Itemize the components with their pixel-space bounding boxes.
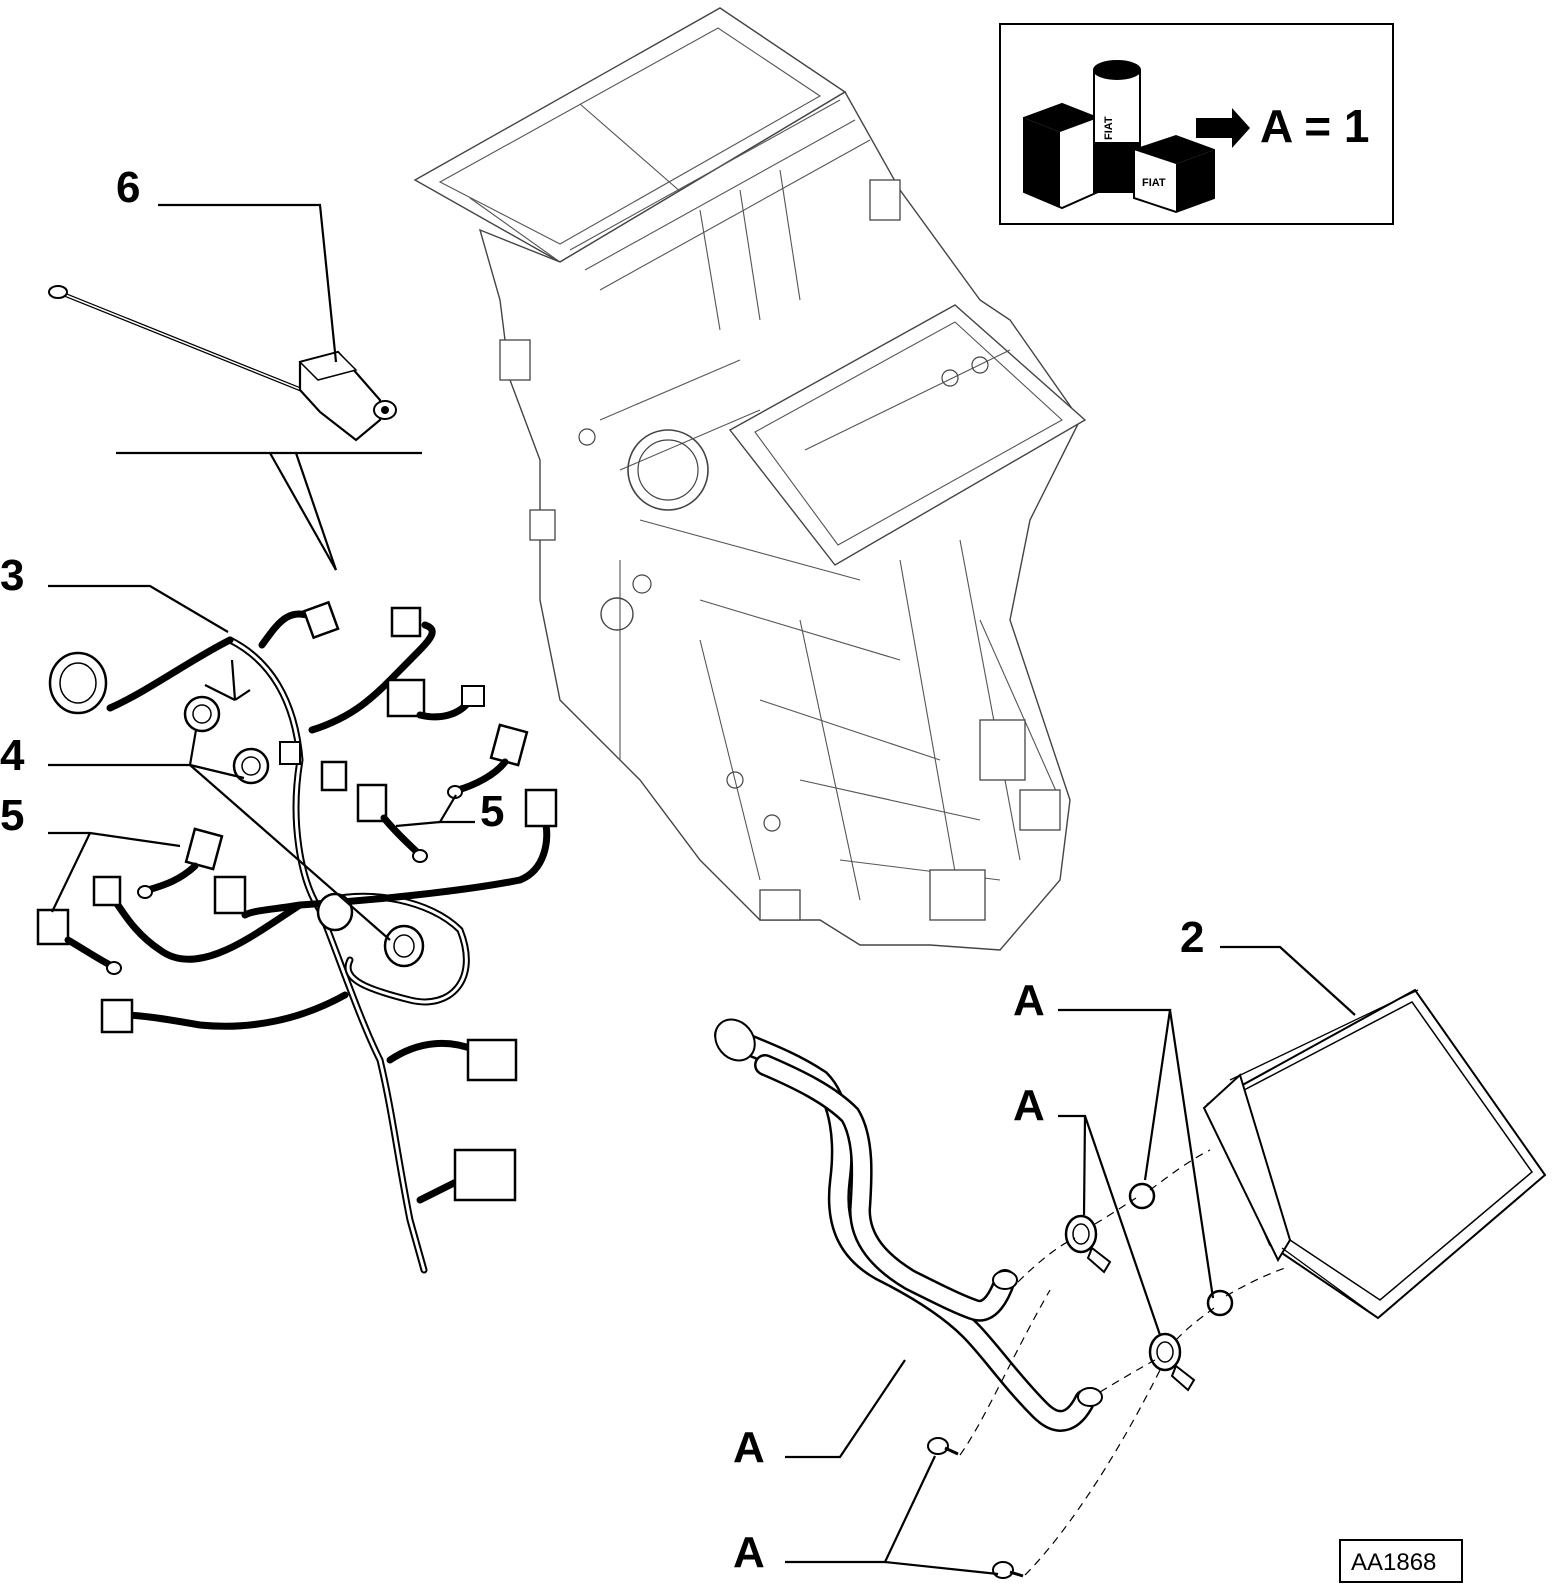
temperature-sensor-part <box>48 285 397 442</box>
callout-5-right: 5 <box>480 787 504 836</box>
callout-a-orings: A <box>1013 976 1045 1025</box>
leader-3 <box>48 584 229 633</box>
leader-a1-b <box>1168 1009 1215 1299</box>
grommets-part-4 <box>183 695 425 968</box>
fiat-label-cylinder: FIAT <box>1103 116 1115 140</box>
callout-4: 4 <box>0 731 25 780</box>
leader-a2-b <box>1083 1115 1162 1336</box>
leader-4c <box>189 764 391 941</box>
heater-core-part <box>1202 988 1547 1320</box>
leader-a4-b <box>884 1560 999 1576</box>
leader-a4 <box>785 1455 936 1564</box>
leader-a1 <box>1058 1008 1172 1181</box>
legend-box: FIAT FIAT FIAT A = 1 <box>999 23 1394 225</box>
wiring-harness-part <box>48 600 558 1274</box>
fiat-label-right: FIAT <box>1142 177 1166 189</box>
callout-6: 6 <box>116 163 140 212</box>
callout-2: 2 <box>1180 913 1204 962</box>
leader-5-left <box>48 831 181 848</box>
leader-4a <box>188 729 198 766</box>
leader-a2 <box>1058 1114 1087 1216</box>
callout-a-screws: A <box>733 1528 765 1577</box>
callout-a-pipes: A <box>733 1423 765 1472</box>
legend-quantity-text: A = 1 <box>1260 100 1370 152</box>
callout-a-clamps: A <box>1013 1081 1045 1130</box>
leader-4b <box>189 763 245 780</box>
group-bracket-6 <box>116 451 422 571</box>
o-rings <box>1128 1182 1234 1317</box>
leader-5-left-b <box>51 832 91 913</box>
callout-3: 3 <box>0 551 24 600</box>
leader-5-right-b <box>395 820 441 828</box>
heater-housing <box>413 7 1087 951</box>
leader-a3 <box>785 1359 906 1459</box>
leader-5-right <box>438 794 475 824</box>
fiat-parts-icon: FIAT FIAT FIAT <box>1023 60 1250 214</box>
group-bracket-3 <box>204 659 251 701</box>
heater-pipes-part <box>714 1018 1103 1432</box>
reference-code-text: AA1868 <box>1351 1549 1436 1576</box>
leader-2 <box>1220 945 1356 1016</box>
screws <box>927 1437 1024 1579</box>
pipe-clamps <box>1064 1214 1196 1392</box>
leader-6 <box>158 203 338 363</box>
connectors-part-5 <box>36 723 529 975</box>
assembly-dash-lines <box>959 1149 1286 1576</box>
callout-5-left: 5 <box>0 791 24 840</box>
reference-code-box: AA1868 <box>1339 1539 1463 1583</box>
